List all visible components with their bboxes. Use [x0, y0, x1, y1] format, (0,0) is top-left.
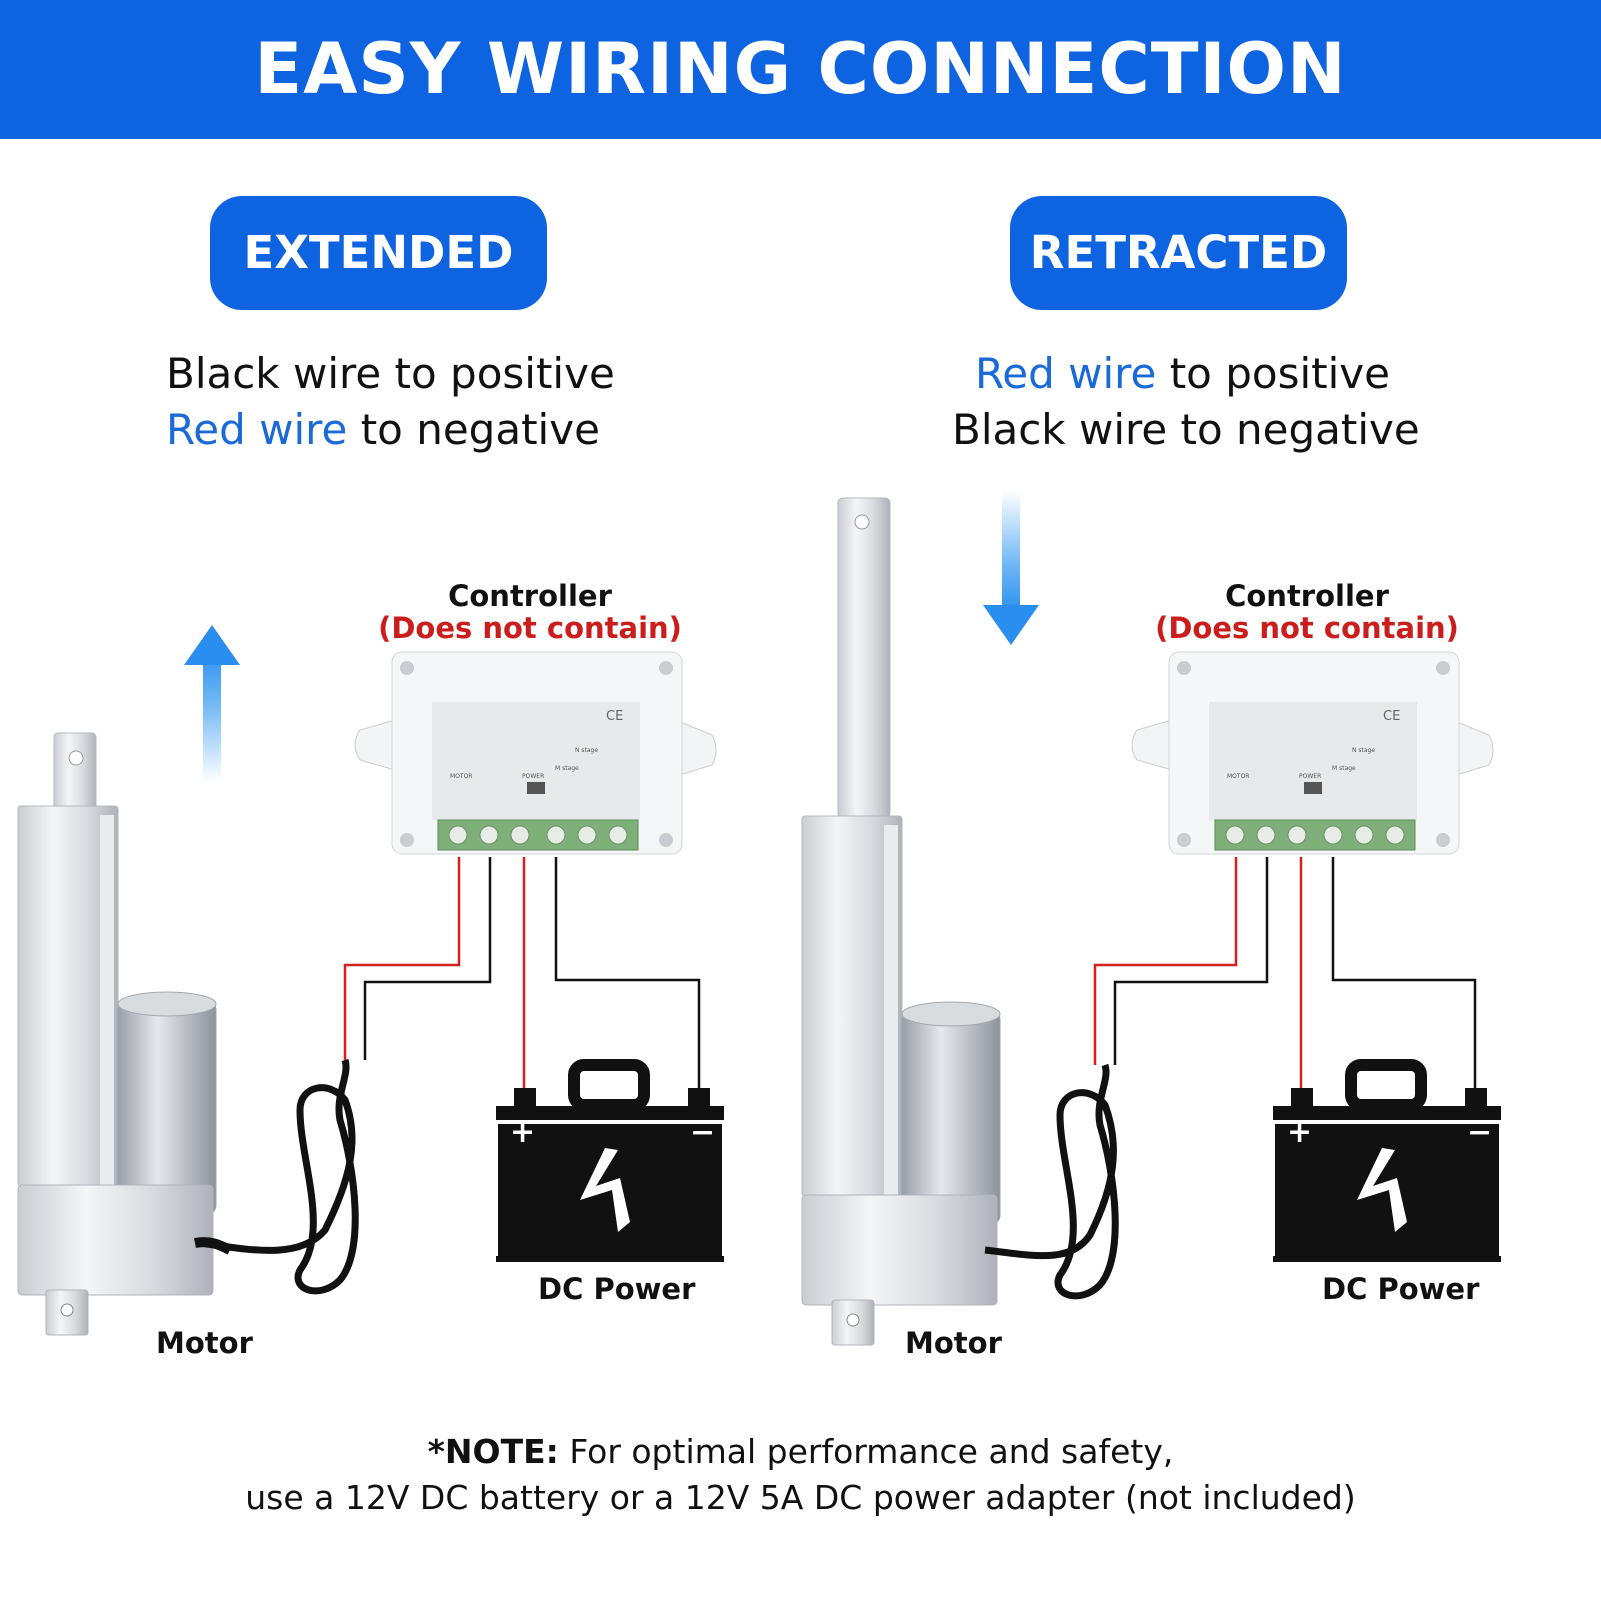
- power-mark: POWER: [1299, 773, 1321, 780]
- note-prefix: *NOTE:: [427, 1432, 559, 1471]
- note-line-2: use a 12V DC battery or a 12V 5A DC powe…: [245, 1478, 1356, 1517]
- retracted-power-label: DC Power: [1322, 1272, 1480, 1306]
- stage-n-mark: N stage: [575, 747, 598, 754]
- retracted-wires: [1093, 857, 1477, 1090]
- extended-line-2: Red wire to negative: [166, 402, 600, 458]
- retracted-line-1-rest: to positive: [1156, 349, 1390, 398]
- power-mark: POWER: [522, 773, 544, 780]
- stage-n-mark: N stage: [1352, 747, 1375, 754]
- extended-line-2-rest: to negative: [347, 405, 600, 454]
- extended-controller-title: Controller: [448, 579, 612, 613]
- retracted-battery-icon: + −: [1273, 1059, 1501, 1262]
- ce-mark: CE: [606, 709, 623, 724]
- stage-m-mark: M stage: [1332, 765, 1356, 772]
- retracted-motor-label: Motor: [905, 1326, 1002, 1360]
- extended-battery-icon: + −: [496, 1059, 724, 1262]
- lightning-icon: [580, 1148, 630, 1232]
- extended-badge: EXTENDED: [210, 196, 547, 310]
- battery-plus-icon: +: [1287, 1115, 1312, 1150]
- retracted-red-wire-text: Red wire: [975, 349, 1157, 398]
- extended-wires: [343, 857, 701, 1090]
- extend-arrow-icon: [184, 625, 240, 783]
- extended-actuator: [17, 732, 359, 1336]
- retracted-actuator: [801, 497, 1119, 1346]
- extended-red-wire-text: Red wire: [166, 405, 348, 454]
- extended-motor-label: Motor: [156, 1326, 253, 1360]
- note-line-1: *NOTE: For optimal performance and safet…: [0, 1432, 1601, 1471]
- stage-m-mark: M stage: [555, 765, 579, 772]
- retracted-controller-note: (Does not contain): [1155, 611, 1459, 645]
- extended-line-1: Black wire to positive: [166, 346, 615, 402]
- ce-mark: CE: [1383, 709, 1400, 724]
- header-banner: [0, 0, 1601, 139]
- battery-plus-icon: +: [510, 1115, 535, 1150]
- extended-power-label: DC Power: [538, 1272, 696, 1306]
- retracted-controller-title: Controller: [1225, 579, 1389, 613]
- note-line-1-text: For optimal performance and safety,: [558, 1432, 1174, 1471]
- battery-minus-icon: −: [1467, 1115, 1492, 1150]
- retracted-controller: CE MOTOR POWER M stage N stage: [1131, 651, 1494, 855]
- retract-arrow-icon: [983, 490, 1039, 645]
- page-title: EASY WIRING CONNECTION: [254, 28, 1347, 110]
- retracted-line-2: Black wire to negative: [952, 402, 1420, 458]
- retracted-line-1: Red wire to positive: [975, 346, 1390, 402]
- motor-mark: MOTOR: [1227, 773, 1249, 780]
- extended-controller-note: (Does not contain): [378, 611, 682, 645]
- motor-mark: MOTOR: [450, 773, 472, 780]
- extended-controller: CE MOTOR POWER M stage N stage: [354, 651, 717, 855]
- extended-line-1-text: Black wire to positive: [166, 349, 615, 398]
- retracted-badge: RETRACTED: [1010, 196, 1347, 310]
- lightning-icon: [1357, 1148, 1407, 1232]
- retracted-line-2-text: Black wire to negative: [952, 405, 1420, 454]
- battery-minus-icon: −: [690, 1115, 715, 1150]
